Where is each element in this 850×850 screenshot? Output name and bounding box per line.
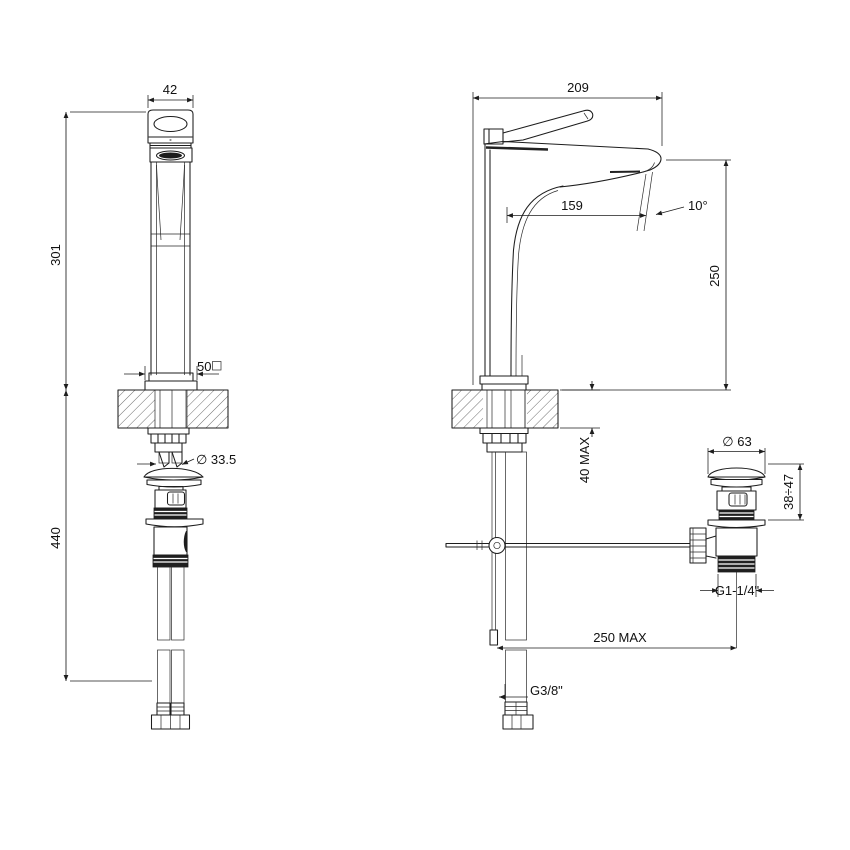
mounting-side bbox=[479, 427, 529, 453]
water-stream bbox=[636, 171, 653, 232]
dim-waste-cap-diameter: ∅ 63 bbox=[707, 434, 766, 474]
supply-hose-side bbox=[502, 451, 534, 730]
dim-base-section: 50 bbox=[124, 359, 222, 380]
label-spout-reach: 159 bbox=[561, 198, 583, 213]
square-section-symbol bbox=[212, 361, 222, 371]
counter-front bbox=[117, 389, 229, 429]
counter-side bbox=[451, 389, 559, 429]
aerator-front bbox=[159, 152, 182, 159]
label-base-section: 50 bbox=[197, 359, 211, 374]
body-shade-front bbox=[183, 531, 187, 552]
hose-fittings-front bbox=[150, 702, 191, 730]
dim-waste-height-range: 38÷47 bbox=[768, 463, 804, 521]
threaded-shank-side bbox=[510, 389, 526, 429]
waste-dome-front bbox=[143, 467, 204, 478]
dim-waste-thread: G1-1/4" bbox=[700, 574, 774, 598]
faucet-front bbox=[144, 109, 198, 391]
dim-hole-diameter: ∅ 33.5 bbox=[137, 452, 236, 467]
label-stream-angle: 10° bbox=[688, 198, 708, 213]
supply-hoses-front bbox=[150, 566, 191, 730]
handle-oval-detail bbox=[153, 115, 188, 133]
label-total-depth: 209 bbox=[567, 80, 589, 95]
dim-total-depth: 209 bbox=[472, 80, 663, 385]
rod-clamp-screw bbox=[488, 536, 506, 555]
popup-waste-side bbox=[689, 467, 766, 648]
side-view: 209 159 10° 250 40 MAX bbox=[445, 80, 804, 730]
base-side bbox=[479, 375, 529, 391]
popup-rod bbox=[445, 452, 691, 646]
label-handle-width: 42 bbox=[163, 82, 177, 97]
label-waste-thread: G1-1/4" bbox=[715, 583, 760, 598]
rod-tip bbox=[489, 629, 499, 646]
label-outlet-height: 250 bbox=[707, 265, 722, 287]
mounting-hardware-front bbox=[147, 427, 190, 468]
dim-rod-length: 250 MAX bbox=[497, 630, 737, 651]
base-front bbox=[144, 372, 198, 391]
label-height-below-counter: 440 bbox=[48, 527, 63, 549]
label-height-above-counter: 301 bbox=[48, 244, 63, 266]
thread-band-side bbox=[718, 509, 755, 521]
thread-band-front bbox=[153, 507, 188, 520]
dim-height-above-counter: 301 bbox=[48, 111, 146, 390]
dim-outlet-height: 250 bbox=[562, 159, 731, 391]
joint-ring-front bbox=[149, 142, 192, 149]
hose-fitting-side bbox=[502, 701, 534, 730]
dim-supply-thread: G3/8" bbox=[499, 683, 563, 700]
label-waste-cap-diameter: ∅ 63 bbox=[722, 434, 751, 449]
front-view: 42 301 440 50 ∅ 33.5 bbox=[48, 82, 236, 730]
faucet-side bbox=[479, 109, 662, 391]
waste-window-side bbox=[728, 492, 748, 507]
dim-stream-angle: 10° bbox=[655, 198, 708, 216]
handle-front bbox=[147, 109, 194, 144]
popup-waste-front bbox=[143, 467, 204, 568]
thread-band2-front bbox=[152, 554, 189, 568]
label-supply-thread: G3/8" bbox=[530, 683, 563, 698]
dim-height-below-counter: 440 bbox=[48, 390, 152, 682]
dim-handle-width: 42 bbox=[147, 82, 194, 108]
body-front bbox=[150, 161, 191, 376]
knurled-nut bbox=[689, 527, 707, 564]
threaded-studs bbox=[158, 451, 183, 468]
dim-spout-reach: 159 bbox=[506, 198, 647, 223]
label-rod-length: 250 MAX bbox=[593, 630, 647, 645]
label-waste-height-range: 38÷47 bbox=[781, 474, 796, 510]
spout-front bbox=[149, 147, 193, 163]
label-counter-thickness: 40 MAX bbox=[577, 437, 592, 484]
waste-window-front bbox=[166, 491, 186, 506]
dim-counter-thickness: 40 MAX bbox=[560, 381, 600, 483]
body-side bbox=[484, 143, 564, 377]
spout-side bbox=[483, 140, 662, 188]
threaded-shank-front bbox=[171, 389, 187, 429]
lever-side bbox=[483, 109, 594, 145]
waste-dome-side bbox=[707, 467, 766, 478]
label-hole-diameter: ∅ 33.5 bbox=[196, 452, 236, 467]
